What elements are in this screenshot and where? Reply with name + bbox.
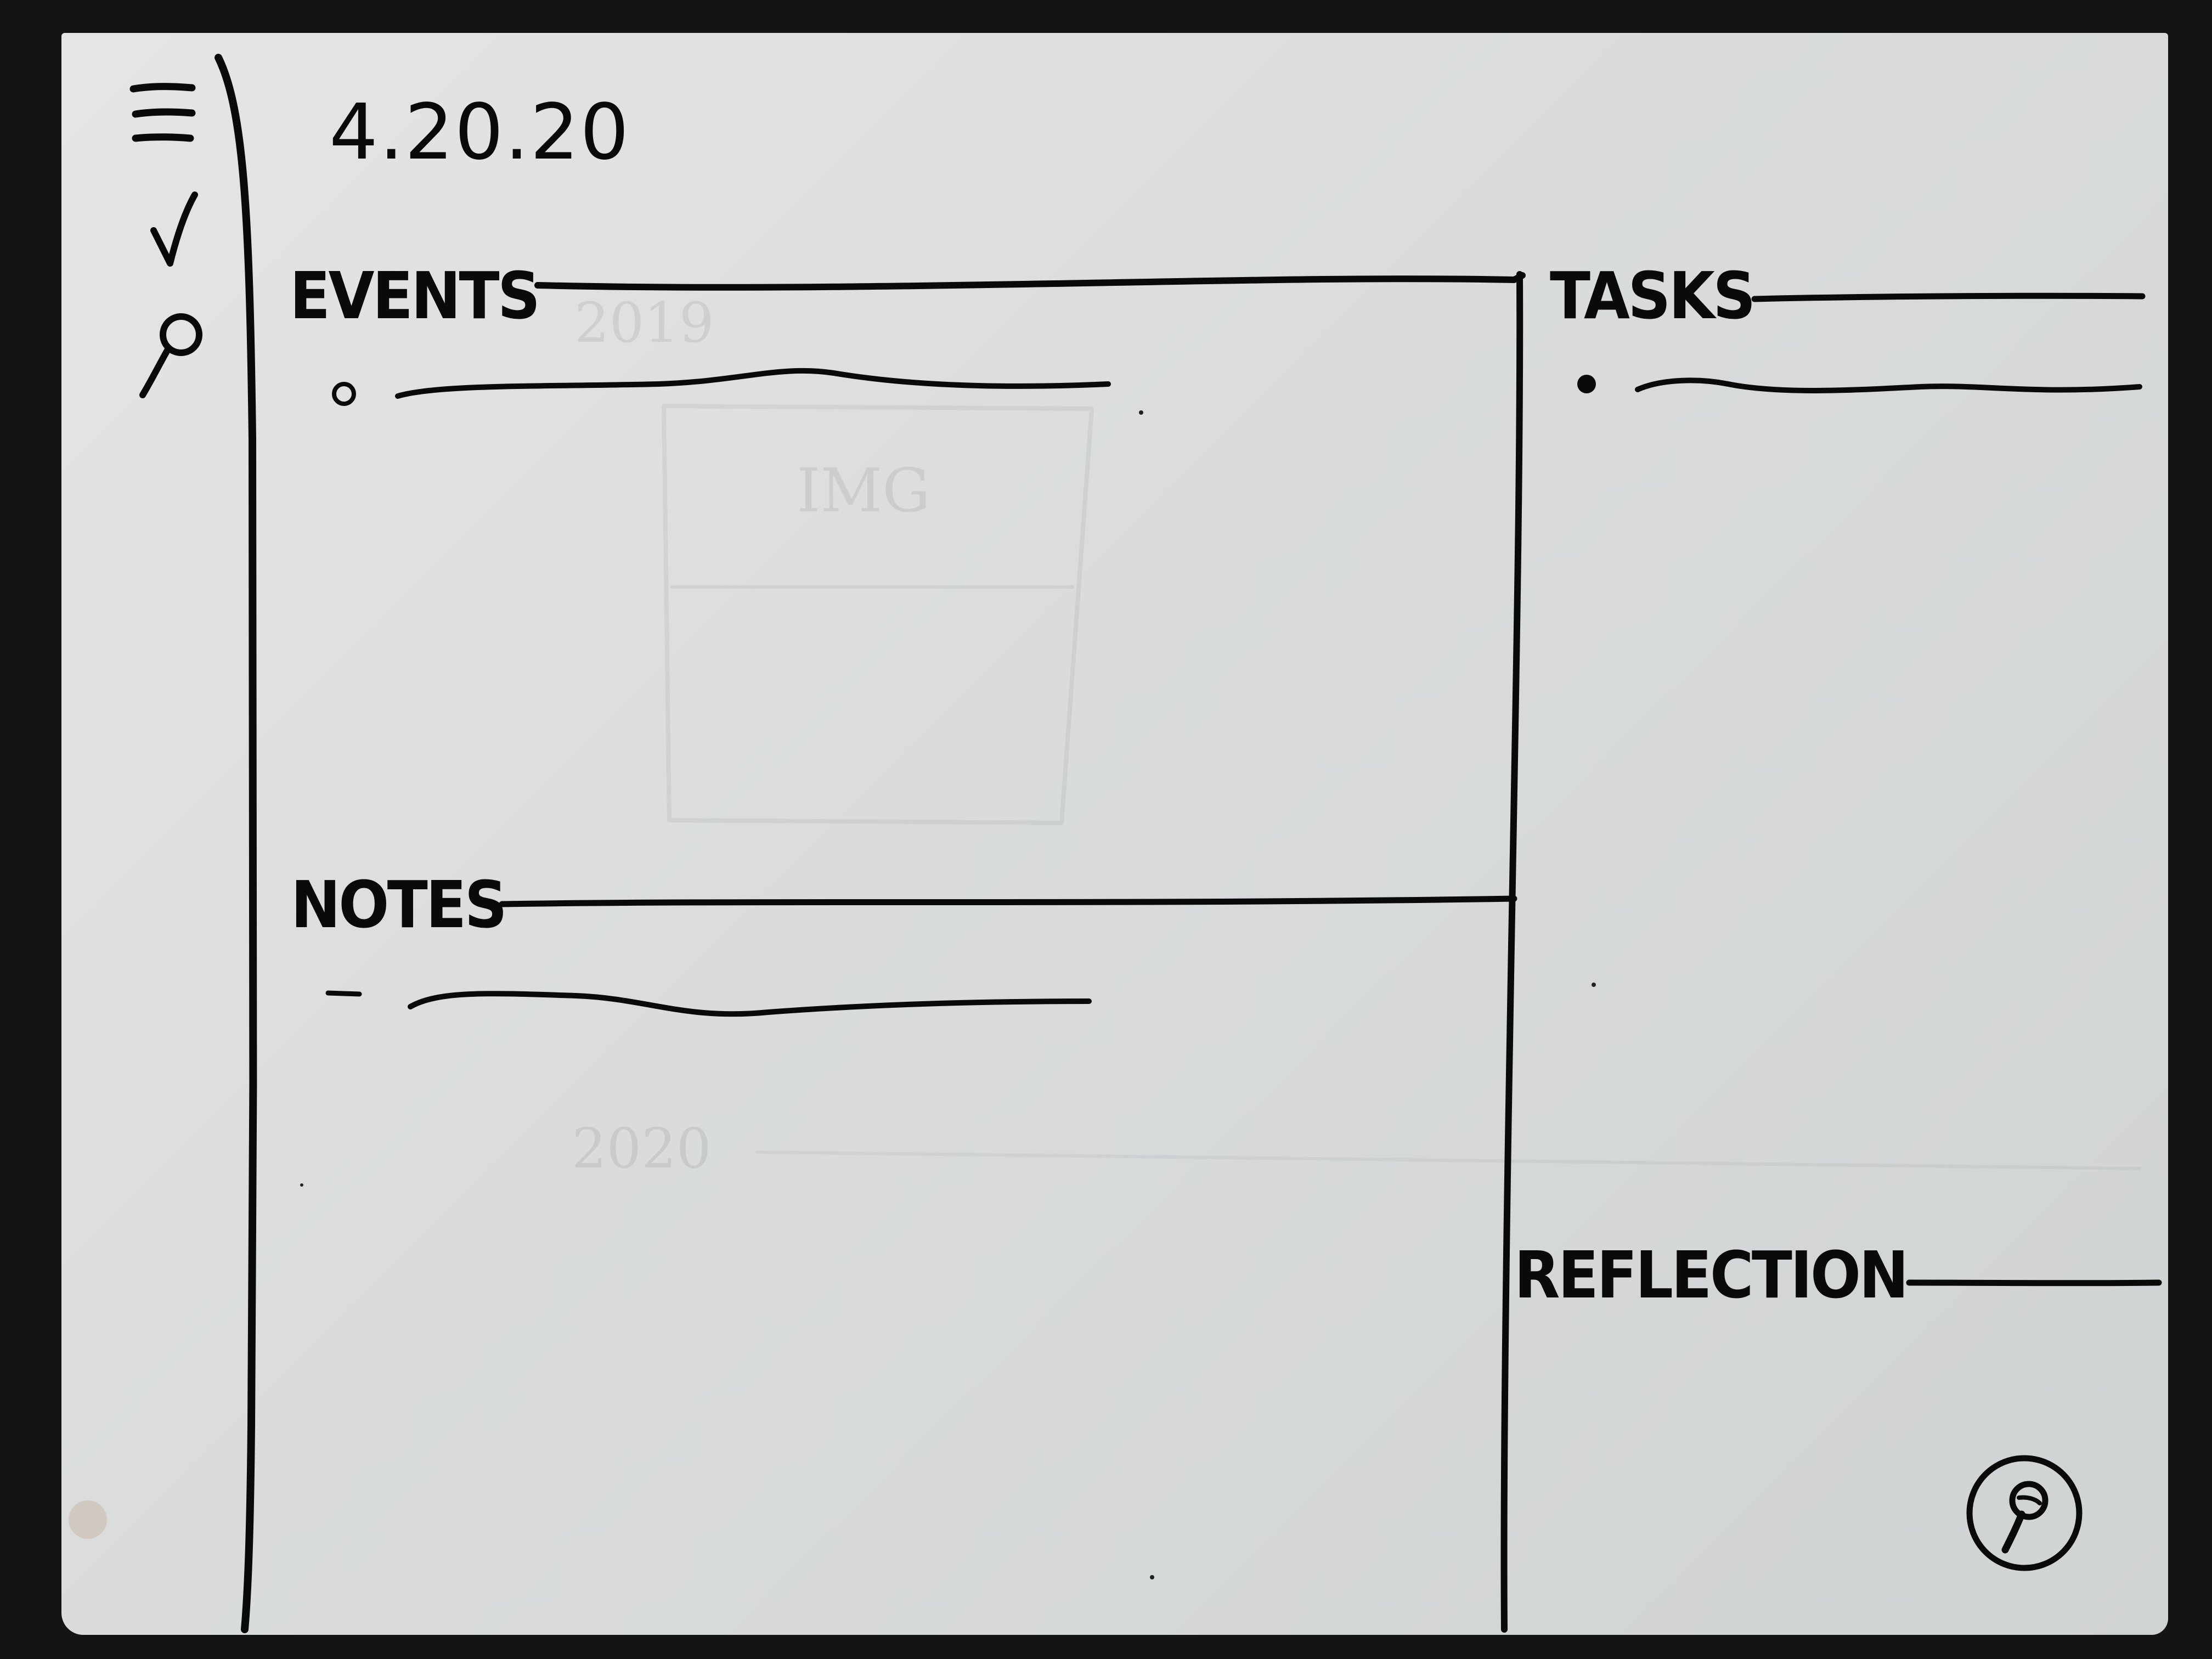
checkmark-icon[interactable] <box>143 187 203 274</box>
ghost-image-label: IMG <box>797 455 930 526</box>
search-icon[interactable] <box>134 304 211 403</box>
notes-heading: NOTES <box>291 867 507 943</box>
date-heading: 4.20.20 <box>329 88 630 177</box>
tasks-heading: TASKS <box>1550 258 1756 334</box>
reflection-heading: REFLECTION <box>1514 1237 1909 1313</box>
events-heading: EVENTS <box>290 258 540 334</box>
menu-icon[interactable] <box>123 77 206 154</box>
ghost-year-bottom: 2020 <box>572 1116 712 1181</box>
binder-clip <box>69 1500 107 1539</box>
floating-search-button[interactable] <box>1959 1448 2090 1580</box>
fab-search-icon <box>2009 1481 2049 1520</box>
ghost-year-top: 2019 <box>574 291 714 355</box>
